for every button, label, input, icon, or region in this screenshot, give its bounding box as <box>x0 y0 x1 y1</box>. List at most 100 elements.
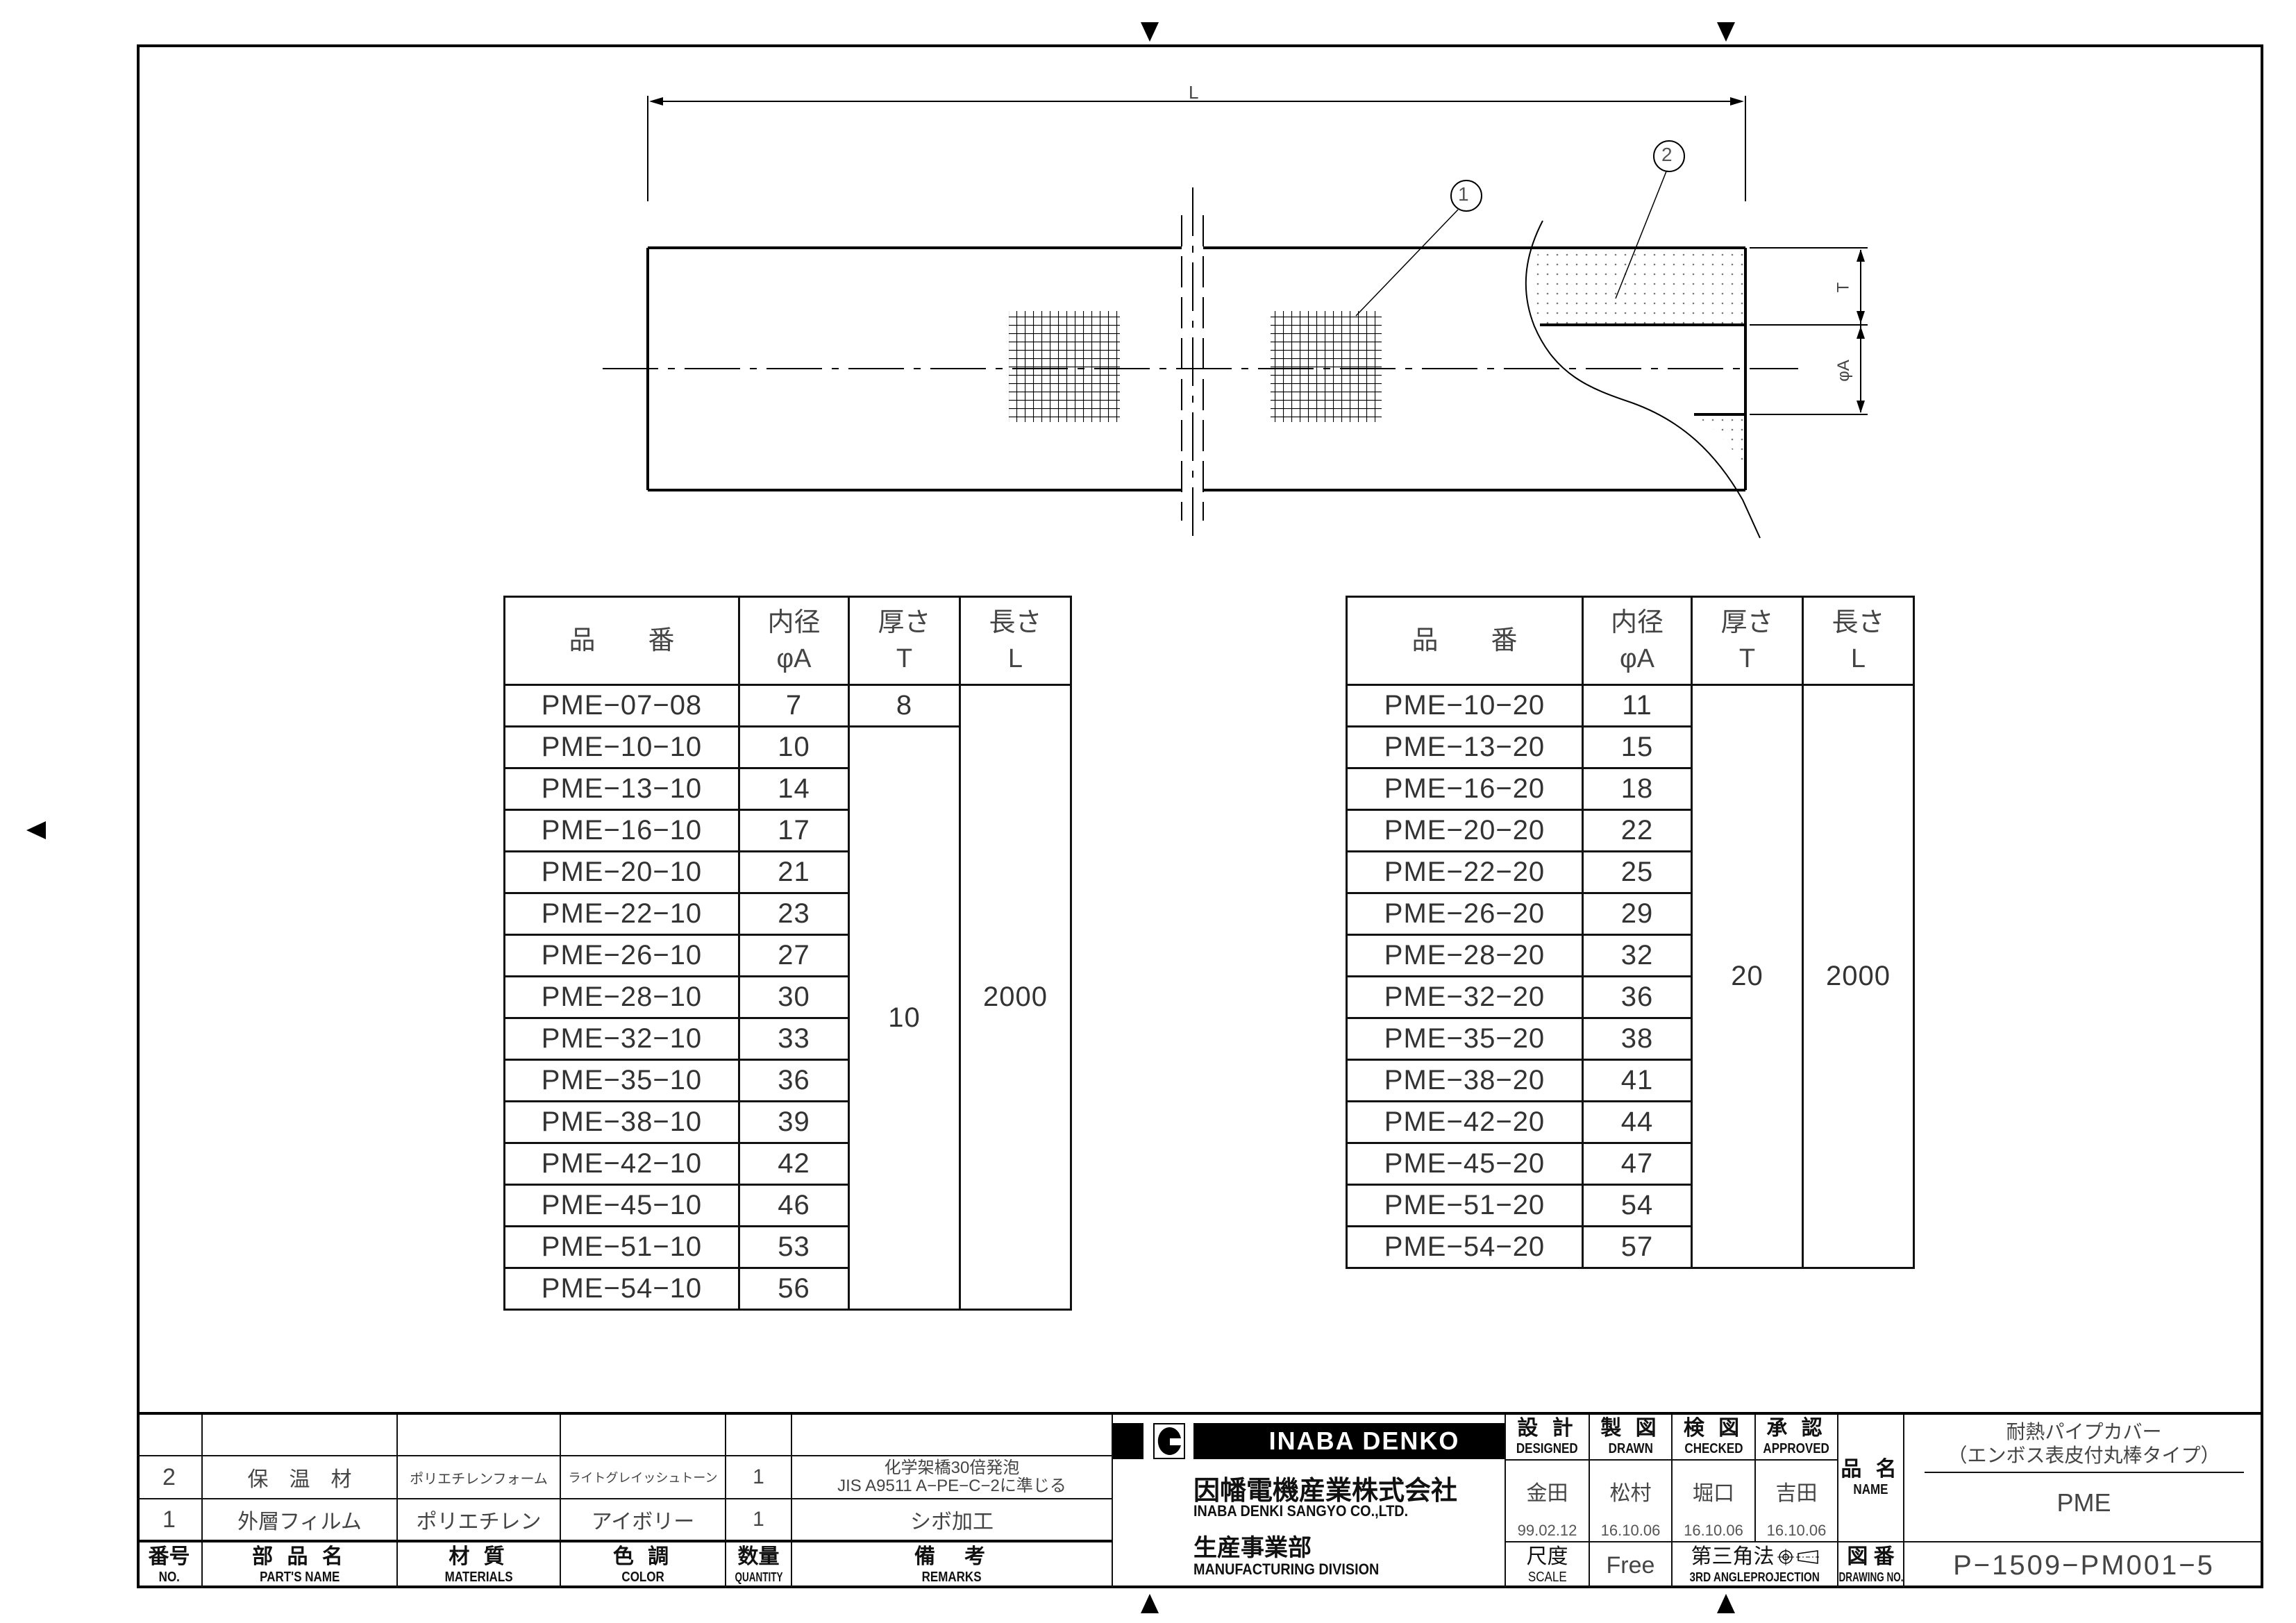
inner-diameter-cell: 33 <box>738 1017 850 1061</box>
parts-row-1-name: 外層フィルム <box>203 1499 398 1542</box>
company-block: INABA DENKO 因幡電機産業株式会社 INABA DENKI SANGY… <box>1113 1415 1506 1588</box>
parts-empty-qty <box>726 1415 792 1456</box>
inner-diameter-cell: 54 <box>1582 1184 1693 1227</box>
inner-diameter-cell: 23 <box>738 892 850 936</box>
third-angle-projection-icon <box>1777 1549 1819 1565</box>
drawing-number-value: P−1509−PM001−5 <box>1953 1549 2215 1581</box>
inner-diameter-cell: 11 <box>1582 684 1693 728</box>
part-number-cell: PME−20−10 <box>503 850 740 894</box>
parts-empty-color <box>561 1415 726 1456</box>
inner-diameter-cell: 42 <box>738 1142 850 1186</box>
inner-diameter-cell: 41 <box>1582 1059 1693 1102</box>
parts-row-1-color: アイボリー <box>561 1499 726 1542</box>
part-number-cell: PME−22−20 <box>1346 850 1584 894</box>
thickness-cell: 20 <box>1691 684 1804 1269</box>
part-number-cell: PME−51−20 <box>1346 1184 1584 1227</box>
part-number-cell: PME−07−08 <box>503 684 740 728</box>
parts-row-2-no: 2 <box>137 1456 203 1499</box>
parts-row-2-name: 保 温 材 <box>203 1456 398 1499</box>
part-number-cell: PME−20−20 <box>1346 809 1584 852</box>
part-number-cell: PME−28−10 <box>503 975 740 1019</box>
part-number-cell: PME−16−20 <box>1346 767 1584 811</box>
inner-diameter-cell: 22 <box>1582 809 1693 852</box>
inner-diameter-cell: 56 <box>738 1267 850 1311</box>
center-marker-top-left <box>1141 22 1159 42</box>
part-number-cell: PME−28−20 <box>1346 934 1584 977</box>
part-number-cell: PME−54−20 <box>1346 1225 1584 1269</box>
parts-row-2-remarks: 化学架橋30倍発泡 JIS A9511 A−PE−C−2に準じる <box>792 1456 1113 1499</box>
part-number-cell: PME−32−20 <box>1346 975 1584 1019</box>
inner-diameter-cell: 17 <box>738 809 850 852</box>
inner-diameter-cell: 14 <box>738 767 850 811</box>
emboss-pattern-left <box>1009 311 1120 422</box>
center-marker-bottom-right <box>1717 1594 1735 1613</box>
center-marker-top-right <box>1717 22 1735 42</box>
product-code: PME <box>2056 1488 2111 1517</box>
inner-diameter-cell: 18 <box>1582 767 1693 811</box>
inner-diameter-cell: 39 <box>738 1100 850 1144</box>
length-cell: 2000 <box>1802 684 1915 1269</box>
inner-diameter-cell: 10 <box>738 725 850 769</box>
balloon-2-label: 2 <box>1661 144 1673 165</box>
part-number-cell: PME−45−20 <box>1346 1142 1584 1186</box>
division-name-jp: 生産事業部 <box>1193 1535 1312 1561</box>
part-number-cell: PME−26−20 <box>1346 892 1584 936</box>
company-name-jp: 因幡電機産業株式会社 <box>1193 1477 1458 1506</box>
part-number-cell: PME−42−20 <box>1346 1100 1584 1144</box>
inner-diameter-cell: 46 <box>738 1184 850 1227</box>
inner-diameter-cell: 38 <box>1582 1017 1693 1061</box>
thickness-cell: 10 <box>848 725 961 1311</box>
part-number-cell: PME−45−10 <box>503 1184 740 1227</box>
part-number-cell: PME−35−20 <box>1346 1017 1584 1061</box>
title-block: 2 保 温 材 ポリエチレンフォーム ライトグレイッシュトーン 1 化学架橋30… <box>137 1412 2263 1588</box>
parts-row-2-color: ライトグレイッシュトーン <box>561 1456 726 1499</box>
inner-diameter-cell: 53 <box>738 1225 850 1269</box>
parts-empty-name <box>203 1415 398 1456</box>
part-number-cell: PME−51−10 <box>503 1225 740 1269</box>
inner-diameter-cell: 36 <box>1582 975 1693 1019</box>
center-marker-left <box>26 821 46 839</box>
part-number-cell: PME−13−20 <box>1346 725 1584 769</box>
part-number-cell: PME−38−10 <box>503 1100 740 1144</box>
company-logo-text: INABA DENKO <box>1193 1423 1505 1459</box>
inner-diameter-cell: 36 <box>738 1059 850 1102</box>
part-number-cell: PME−16−10 <box>503 809 740 852</box>
inner-diameter-cell: 25 <box>1582 850 1693 894</box>
inner-diameter-cell: 15 <box>1582 725 1693 769</box>
parts-row-1-qty: 1 <box>726 1499 792 1542</box>
part-number-cell: PME−38−20 <box>1346 1059 1584 1102</box>
